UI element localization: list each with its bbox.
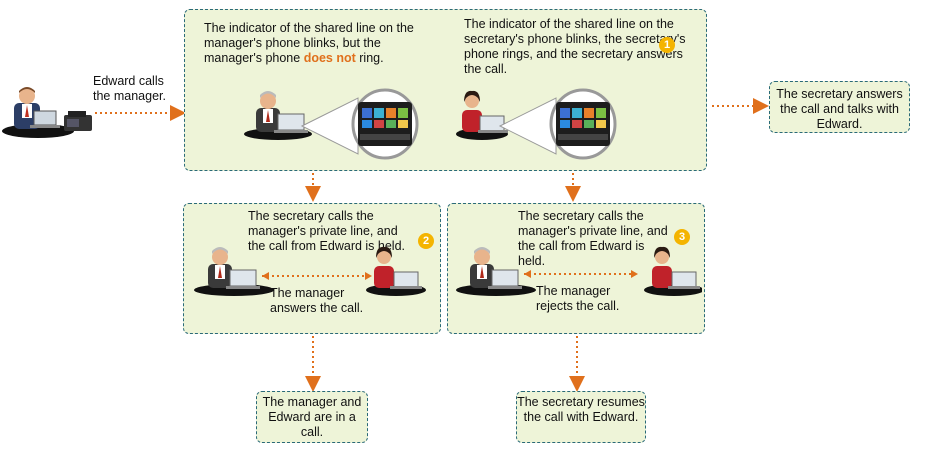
bottom-left-outcome-box: The manager and Edward are in a call. [256,391,368,443]
edward-label: Edward calls the manager. [93,74,166,103]
secretary-with-phone-figure [456,88,617,160]
top-left-text-part1: The indicator of the shared line on the … [204,21,414,65]
mid-left-top-text: The secretary calls the manager's privat… [248,209,406,253]
edward-figure [2,87,92,138]
mid-left-figures [194,246,426,296]
top-box [184,9,707,171]
mid-right-figures [456,246,702,296]
top-left-text: The indicator of the shared line on the … [204,21,424,66]
badge-3: 3 [674,229,690,245]
top-left-text-part2: ring. [355,51,384,65]
badge-2: 2 [418,233,434,249]
mid-right-top-text: The secretary calls the manager's privat… [518,209,668,268]
manager-with-phone-figure [244,88,419,160]
top-right-text: The indicator of the shared line on the … [464,17,686,76]
top-left-text-emphasis: does not [303,51,356,65]
bottom-right-outcome-box: The secretary resumes the call with Edwa… [516,391,646,443]
badge-1: 1 [659,37,675,53]
mid-left-bottom-text: The manager answers the call. [270,286,364,315]
mid-right-bottom-text: The manager rejects the call. [536,284,620,313]
right-outcome-box: The secretary answers the call and talks… [769,81,910,133]
